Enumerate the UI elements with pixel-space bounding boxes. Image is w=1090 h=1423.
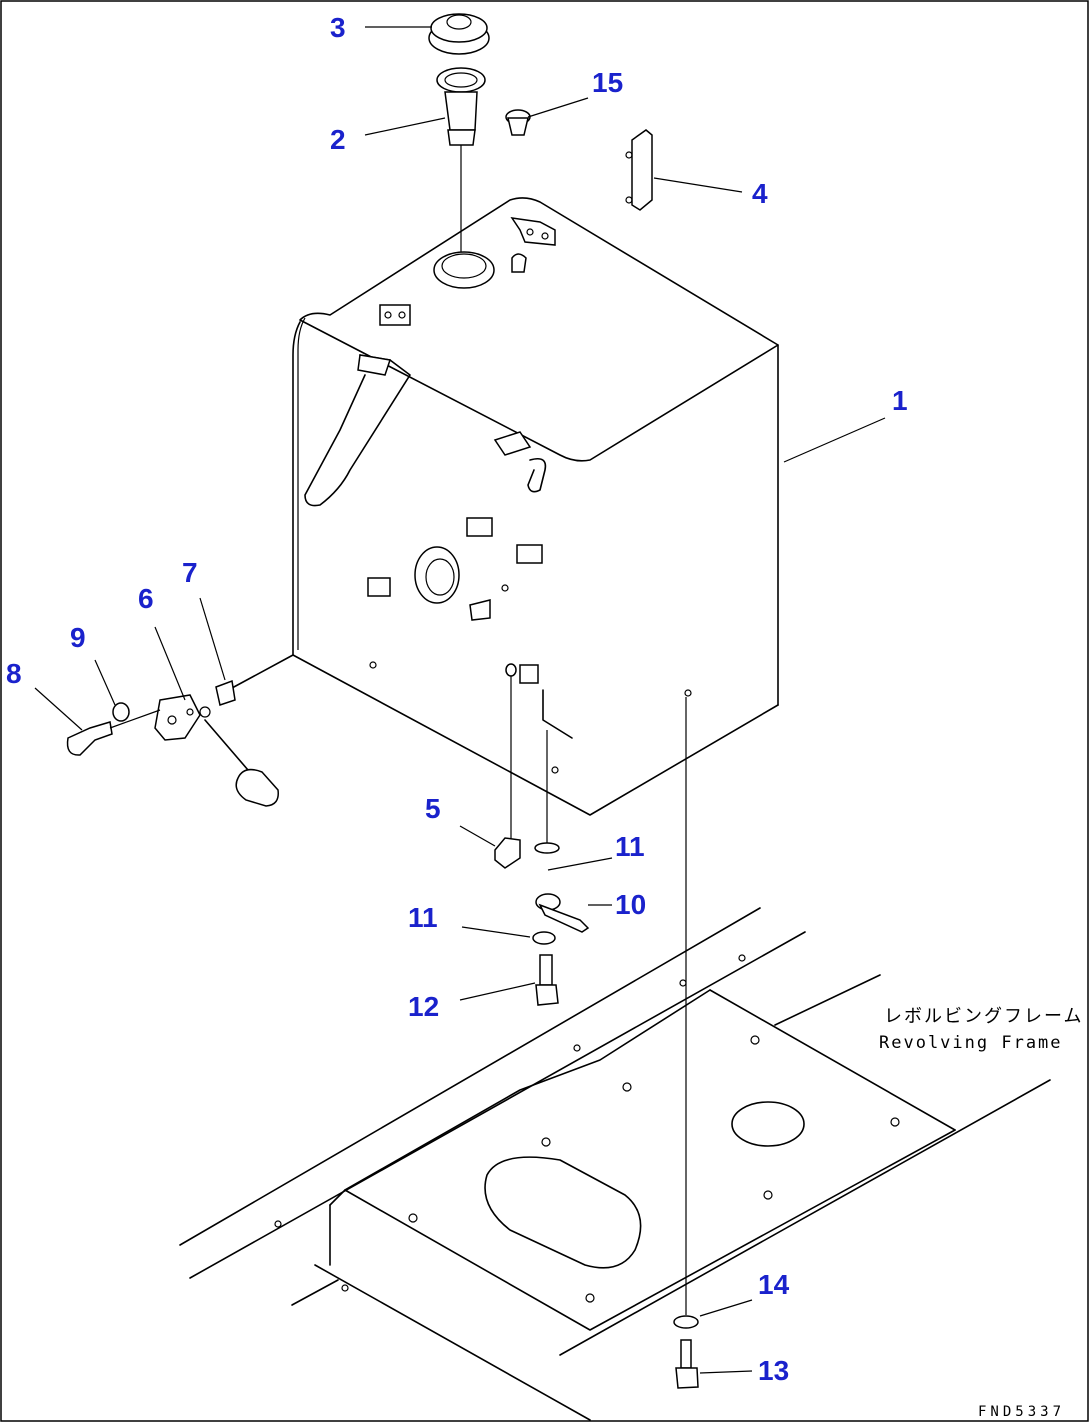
- callout-4: 4: [752, 178, 768, 209]
- frame-label-jp: レボルビングフレーム: [884, 1006, 1083, 1027]
- callout-5: 5: [425, 793, 441, 824]
- callout-11-lower: 11: [408, 902, 438, 933]
- callout-1: 1: [892, 385, 908, 416]
- callout-7: 7: [182, 557, 198, 588]
- plug: [505, 109, 531, 136]
- drawing-code: FND5337: [978, 1404, 1065, 1420]
- level-gauge: [625, 129, 653, 211]
- callout-6: 6: [138, 583, 154, 614]
- callout-2: 2: [330, 124, 346, 155]
- frame-label-en: Revolving Frame: [879, 1033, 1063, 1053]
- callout-15: 15: [592, 67, 623, 98]
- callout-10: 10: [615, 889, 646, 920]
- filler-cap: [428, 13, 490, 55]
- callout-14: 14: [758, 1269, 790, 1300]
- callout-13: 13: [758, 1355, 789, 1386]
- callout-8: 8: [6, 658, 22, 689]
- fuel-tank: [292, 197, 779, 816]
- callout-3: 3: [330, 12, 346, 43]
- filter-strainer: [436, 67, 486, 252]
- bottom-fittings: [494, 663, 590, 1006]
- callouts: 1 2 3 4 5 6 7 8 9 10 11 11 12 13 14 15: [6, 12, 908, 1386]
- revolving-frame: [179, 907, 1051, 1421]
- leader-lines: [34, 26, 886, 1374]
- callout-12: 12: [408, 991, 439, 1022]
- drain-valve-assembly: [66, 654, 294, 807]
- callout-11-upper: 11: [615, 831, 645, 862]
- callout-9: 9: [70, 622, 86, 653]
